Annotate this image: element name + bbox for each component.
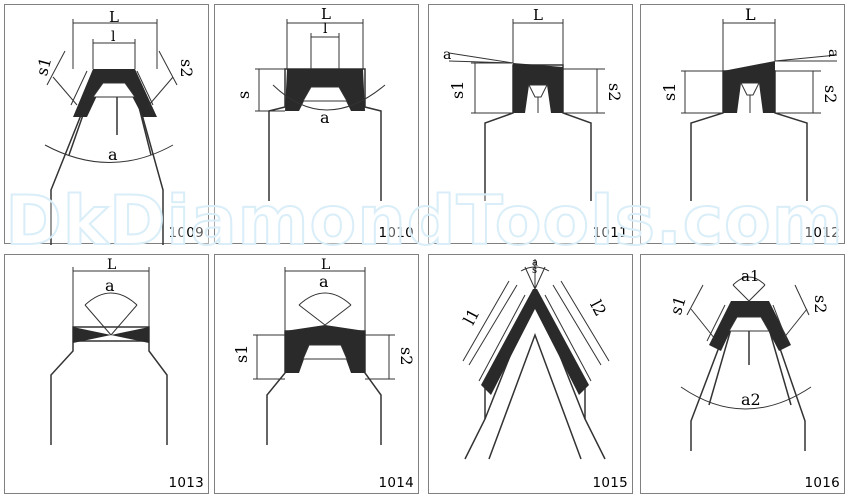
label-l2: l2 [586,297,610,319]
label-L: L [533,6,543,24]
profile-1010-drawing: L l s a [234,5,386,201]
label-a: a [105,276,115,295]
profile-1014-panel: L a s1 s2 1014 [214,254,419,494]
label-a: a [108,145,118,164]
diamond-segment [481,289,589,395]
label-L: L [109,8,119,26]
profile-1015-drawing: a s l1 l2 [460,257,610,460]
label-l: l [111,29,116,45]
profile-code: 1016 [804,475,840,491]
label-a: a [443,47,451,63]
label-l: l [323,21,328,37]
label-s: s [234,91,253,99]
label-s2: s2 [811,295,830,313]
profile-1013-panel: L a 1013 [4,254,209,494]
label-L: L [321,5,331,23]
diamond-segment [285,69,365,111]
label-a: a [319,272,329,291]
label-s2: s2 [605,83,624,101]
profile-1009-drawing: L l s1 s2 a [32,8,196,245]
profile-code: 1009 [168,225,204,241]
label-a1: a1 [741,267,760,285]
profile-code: 1011 [592,225,628,241]
label-s1: s1 [448,81,467,99]
profile-1015-panel: a s l1 l2 1015 [428,254,633,494]
diamond-segment [285,325,365,373]
profile-1009-panel: L l s1 s2 a 1009 [4,4,209,245]
profile-1012-panel: L a s1 s2 1012 [640,4,845,244]
diamond-segment [709,301,791,351]
profile-1016-panel: a1 s1 s2 a2 1016 [640,254,845,494]
diamond-segment [723,61,775,113]
label-s: s [532,265,537,276]
body-outline [50,326,168,445]
label-a: a [320,108,330,127]
profile-code: 1010 [378,225,414,241]
label-L: L [321,257,330,273]
profile-1012-drawing: L a s1 s2 [660,5,841,201]
profile-code: 1014 [378,475,414,491]
label-l1: l1 [460,305,484,327]
profile-1010-panel: L l s a 1010 [214,4,419,244]
label-s2: s2 [397,347,416,365]
label-L: L [745,5,756,24]
label-L: L [107,257,116,273]
label-s1: s1 [666,294,690,317]
profile-code: 1012 [804,225,840,241]
label-s1: s1 [232,345,251,363]
label-s1: s1 [32,55,55,78]
profile-1013-drawing: L a [50,257,168,445]
profile-1011-drawing: L a s1 s2 [443,6,624,201]
profile-code: 1013 [168,475,204,491]
diamond-segment [513,63,563,113]
diamond-segment [73,69,157,117]
profile-1014-drawing: L a s1 s2 [232,257,416,445]
label-a2: a2 [741,390,761,409]
label-a: a [825,49,841,57]
profile-1011-panel: L a s1 s2 1011 [428,4,633,244]
label-a: a [532,257,538,268]
label-s1: s1 [660,83,679,101]
label-s2: s2 [821,85,840,103]
label-s2: s2 [177,59,196,77]
profile-1016-drawing: a1 s1 s2 a2 [666,267,830,451]
profile-code: 1015 [592,475,628,491]
